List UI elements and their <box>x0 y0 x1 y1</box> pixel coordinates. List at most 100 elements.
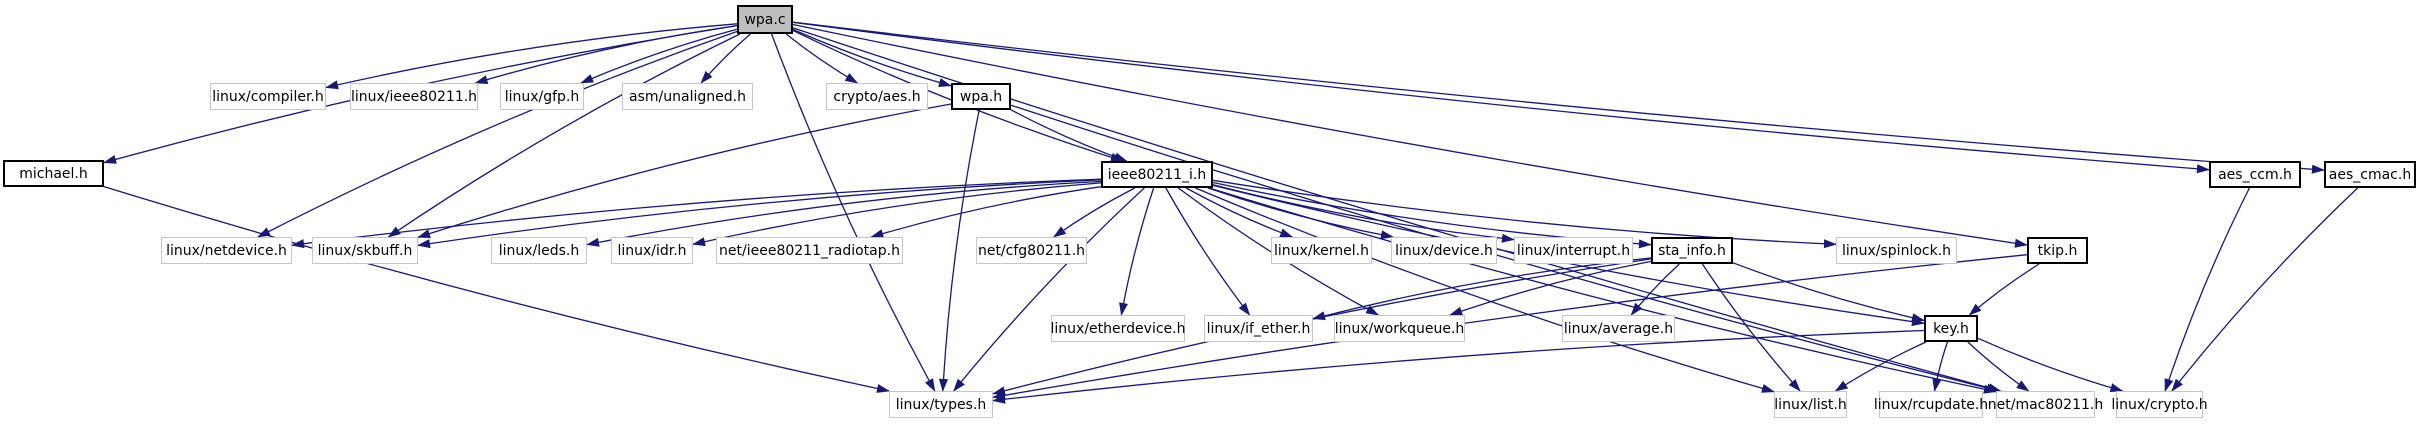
edge-wpa-c--aes-cmac-h <box>792 21 2325 174</box>
graph-node-linux-skbuff-h[interactable]: linux/skbuff.h <box>312 237 418 264</box>
edge-ieee80211-i-h--net-cfg80211-h <box>1053 187 1135 238</box>
graph-node-label: wpa.h <box>959 88 1003 105</box>
graph-node-sta-info-h[interactable]: sta_info.h <box>1651 237 1733 264</box>
edge-ieee80211-i-h--net-mac80211-h <box>1209 187 1997 394</box>
graph-node-label: aes_ccm.h <box>2218 166 2292 183</box>
edge-key-h--linux-types-h <box>992 329 1925 404</box>
edge-wpa-c--asm-unaligned-h <box>700 33 751 84</box>
graph-node-label: net/mac80211.h <box>1987 396 2104 413</box>
edge-key-h--linux-list-h <box>1834 341 1927 392</box>
graph-node-label: linux/skbuff.h <box>317 242 413 259</box>
graph-node-linux-crypto-h[interactable]: linux/crypto.h <box>2111 391 2208 418</box>
graph-node-label: aes_cmac.h <box>2328 166 2412 183</box>
graph-node-label: linux/workqueue.h <box>1334 320 1465 337</box>
edge-sta-info-h--key-h <box>1732 262 1925 323</box>
graph-node-label: linux/netdevice.h <box>166 242 287 259</box>
graph-node-label: linux/types.h <box>895 396 987 413</box>
edge-sta-info-h--linux-average-h <box>1630 263 1680 316</box>
graph-node-wpa-c: wpa.c <box>737 5 793 34</box>
edge-wpa-h--ieee80211-i-h <box>1010 109 1128 162</box>
graph-node-linux-etherdevice-h[interactable]: linux/etherdevice.h <box>1051 315 1185 342</box>
graph-node-linux-device-h[interactable]: linux/device.h <box>1391 237 1497 264</box>
graph-node-linux-list-h[interactable]: linux/list.h <box>1774 391 1847 418</box>
graph-node-linux-kernel-h[interactable]: linux/kernel.h <box>1271 237 1372 264</box>
edge-ieee80211-i-h--linux-etherdevice-h <box>1119 187 1155 316</box>
graph-node-linux-leds-h[interactable]: linux/leds.h <box>491 237 587 264</box>
graph-node-linux-interrupt-h[interactable]: linux/interrupt.h <box>1514 237 1633 264</box>
edge-ieee80211-i-h--linux-idr-h <box>692 182 1102 247</box>
graph-node-label: linux/compiler.h <box>212 88 324 105</box>
edge-ieee80211-i-h--linux-types-h <box>953 187 1145 392</box>
graph-node-linux-gfp-h[interactable]: linux/gfp.h <box>500 83 584 110</box>
graph-node-label: linux/kernel.h <box>1274 242 1369 259</box>
edge-wpa-h--linux-types-h <box>938 109 980 392</box>
graph-node-label: linux/etherdevice.h <box>1050 320 1186 337</box>
graph-node-label: key.h <box>1933 320 1969 337</box>
graph-node-net-ieee80211-radiotap-h[interactable]: net/ieee80211_radiotap.h <box>716 237 903 264</box>
graph-node-ieee80211-i-h[interactable]: ieee80211_i.h <box>1101 161 1213 188</box>
edge-ieee80211-i-h--linux-spinlock-h <box>1212 179 1837 249</box>
graph-node-asm-unaligned-h[interactable]: asm/unaligned.h <box>622 83 753 110</box>
graph-node-crypto-aes-h[interactable]: crypto/aes.h <box>826 83 928 110</box>
edge-michael-h--linux-types-h <box>103 185 890 393</box>
graph-node-label: linux/ieee80211.h <box>350 88 478 105</box>
graph-node-label: linux/leds.h <box>498 242 580 259</box>
graph-node-wpa-h[interactable]: wpa.h <box>951 83 1011 110</box>
graph-node-label: linux/rcupdate.h <box>1873 396 1989 413</box>
graph-node-key-h[interactable]: key.h <box>1924 315 1978 342</box>
graph-node-linux-idr-h[interactable]: linux/idr.h <box>611 237 693 264</box>
graph-node-label: tkip.h <box>2037 242 2078 259</box>
edge-wpa-c--aes-ccm-h <box>792 21 2210 174</box>
edge-wpa-c--tkip-h <box>792 23 2028 248</box>
edge-key-h--net-mac80211-h <box>1967 341 2030 392</box>
graph-node-linux-ieee80211-h[interactable]: linux/ieee80211.h <box>350 83 478 110</box>
graph-node-label: linux/if_ether.h <box>1206 320 1311 337</box>
graph-node-linux-average-h[interactable]: linux/average.h <box>1562 315 1675 342</box>
graph-node-label: ieee80211_i.h <box>1107 166 1207 183</box>
graph-node-label: linux/crypto.h <box>2111 396 2208 413</box>
graph-node-tkip-h[interactable]: tkip.h <box>2027 237 2088 264</box>
edge-ieee80211-i-h--linux-skbuff-h <box>417 179 1102 249</box>
graph-node-label: linux/average.h <box>1563 320 1674 337</box>
graph-node-label: crypto/aes.h <box>833 88 921 105</box>
edge-wpa-c--linux-ieee80211-h <box>474 24 738 84</box>
graph-node-net-mac80211-h[interactable]: net/mac80211.h <box>1988 391 2103 418</box>
graph-node-linux-if-ether-h[interactable]: linux/if_ether.h <box>1204 315 1313 342</box>
graph-node-linux-rcupdate-h[interactable]: linux/rcupdate.h <box>1874 391 1988 418</box>
edge-ieee80211-i-h--net-ieee80211-radiotap-h <box>870 186 1102 238</box>
edge-wpa-c--linux-skbuff-h <box>387 33 741 238</box>
graph-node-net-cfg80211-h[interactable]: net/cfg80211.h <box>976 237 1087 264</box>
edge-ieee80211-i-h--linux-leds-h <box>586 180 1102 247</box>
edge-aes-cmac-h--linux-crypto-h <box>2171 187 2359 392</box>
graph-node-aes-ccm-h[interactable]: aes_ccm.h <box>2209 161 2301 188</box>
graph-node-linux-workqueue-h[interactable]: linux/workqueue.h <box>1334 315 1465 342</box>
edge-wpa-h--linux-skbuff-h <box>417 103 952 238</box>
graph-node-label: linux/list.h <box>1774 396 1847 413</box>
graph-node-aes-cmac-h[interactable]: aes_cmac.h <box>2324 161 2416 188</box>
graph-node-label: net/ieee80211_radiotap.h <box>719 242 900 259</box>
graph-node-linux-netdevice-h[interactable]: linux/netdevice.h <box>161 237 292 264</box>
graph-node-linux-types-h[interactable]: linux/types.h <box>889 391 993 418</box>
graph-node-michael-h[interactable]: michael.h <box>3 160 104 187</box>
graph-node-linux-compiler-h[interactable]: linux/compiler.h <box>210 83 326 110</box>
graph-node-label: linux/spinlock.h <box>1841 242 1952 259</box>
edge-sta-info-h--linux-workqueue-h <box>1449 260 1652 316</box>
graph-node-label: linux/interrupt.h <box>1516 242 1631 259</box>
edge-sta-info-h--linux-list-h <box>1701 263 1801 392</box>
graph-node-label: linux/gfp.h <box>504 88 580 105</box>
edge-aes-ccm-h--linux-crypto-h <box>2164 187 2250 392</box>
graph-node-linux-spinlock-h[interactable]: linux/spinlock.h <box>1836 237 1957 264</box>
edge-wpa-c--linux-types-h <box>770 33 936 392</box>
edge-ieee80211-i-h--linux-if-ether-h <box>1165 187 1251 316</box>
edge-wpa-h--net-mac80211-h <box>1010 104 2000 393</box>
edge-wpa-c--linux-gfp-h <box>580 28 738 84</box>
edge-tkip-h--linux-types-h <box>992 254 2028 400</box>
graph-node-label: wpa.c <box>744 11 786 28</box>
graph-node-label: sta_info.h <box>1658 242 1726 259</box>
edge-ieee80211-i-h--linux-netdevice-h <box>291 178 1102 249</box>
edge-wpa-c--linux-netdevice-h <box>257 30 738 238</box>
edge-key-h--linux-rcupdate-h <box>1932 341 1949 392</box>
edge-ieee80211-i-h--linux-list-h <box>1195 187 1775 393</box>
graph-node-label: asm/unaligned.h <box>629 88 746 105</box>
